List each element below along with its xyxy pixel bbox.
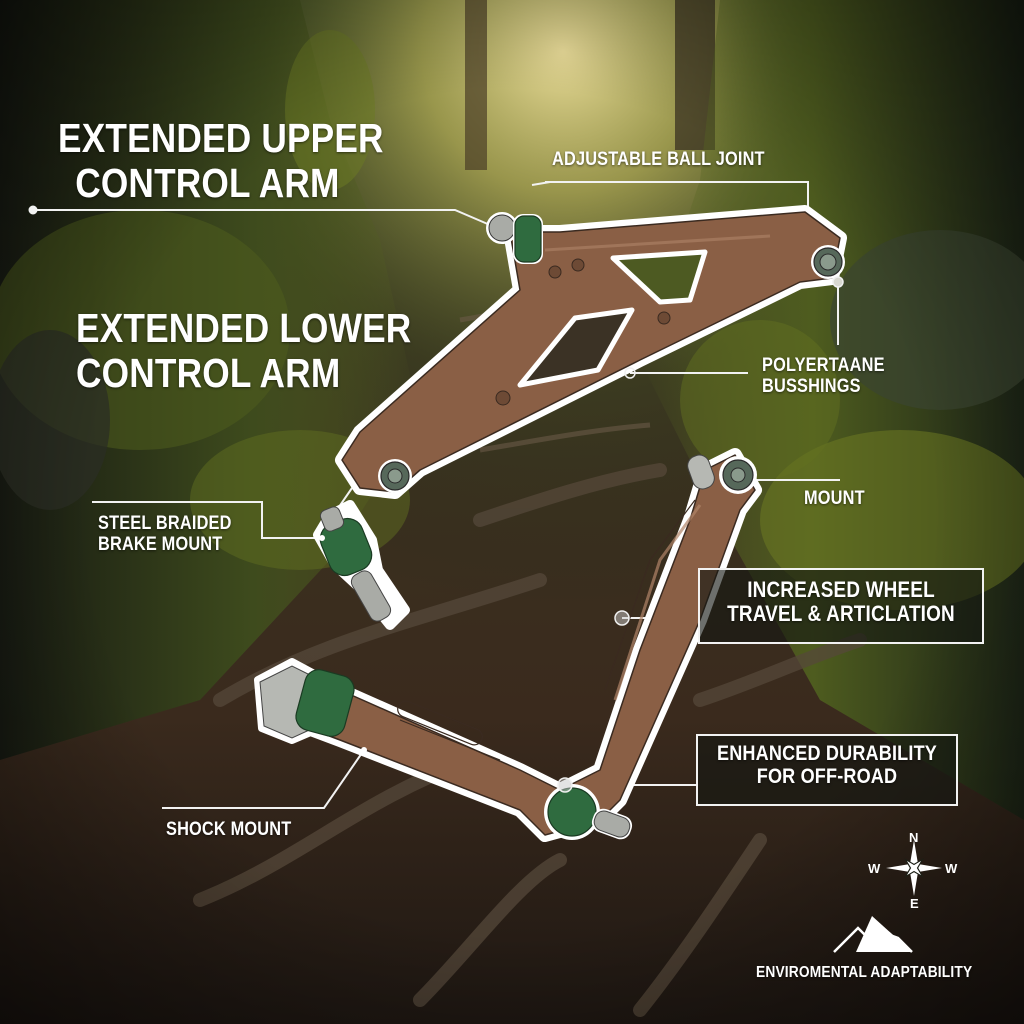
lower-arm-title: EXTENDED LOWER CONTROL ARM (76, 305, 412, 397)
callout-brake-mount: STEEL BRAIDED BRAKE MOUNT (98, 513, 232, 555)
compass-south-label: E (910, 896, 919, 911)
lower-control-arm (254, 448, 762, 842)
compass-rose-icon (886, 840, 942, 896)
callout-brake-mount-line2: BRAKE MOUNT (98, 533, 223, 555)
callout-shock-mount: SHOCK MOUNT (166, 819, 292, 840)
compass-north-label: N (909, 830, 919, 845)
callout-mount: MOUNT (804, 488, 865, 509)
callout-bushings: POLYERTAANE BUSSHINGS (762, 355, 885, 397)
callout-bushings-line2: BUSSHINGS (762, 375, 861, 397)
environmental-adaptability-label: ENVIROMENTAL ADAPTABILITY (756, 964, 973, 981)
callout-wheel-travel: INCREASED WHEEL TRAVEL & ARTICLATION (720, 578, 963, 626)
mountain-icon (833, 916, 913, 953)
callout-ball-joint: ADJUSTABLE BALL JOINT (552, 149, 765, 170)
lower-arm-title-line2: CONTROL ARM (76, 350, 341, 397)
lower-arm-title-line1: EXTENDED LOWER (76, 305, 412, 351)
callout-bushings-line1: POLYERTAANE (762, 355, 885, 376)
compass-west-label: W (868, 861, 881, 876)
callout-brake-mount-line1: STEEL BRAIDED (98, 513, 232, 534)
callout-durability-line2: FOR OFF-ROAD (756, 764, 898, 788)
upper-arm-title-line1: EXTENDED UPPER (58, 115, 384, 161)
callout-durability-box: ENHANCED DURABILITY FOR OFF-ROAD (696, 734, 958, 806)
compass-east-label: W (945, 861, 958, 876)
upper-control-arm (335, 205, 847, 499)
callout-durability: ENHANCED DURABILITY FOR OFF-ROAD (716, 742, 938, 788)
upper-arm-title: EXTENDED UPPER CONTROL ARM (58, 115, 384, 207)
callout-wheel-travel-line1: INCREASED WHEEL (747, 577, 935, 602)
callout-wheel-travel-line2: TRAVEL & ARTICLATION (727, 600, 955, 626)
brake-mount-part (313, 500, 410, 630)
callout-wheel-travel-box: INCREASED WHEEL TRAVEL & ARTICLATION (698, 568, 984, 644)
callout-durability-line1: ENHANCED DURABILITY (717, 742, 937, 765)
upper-arm-title-line2: CONTROL ARM (75, 160, 340, 207)
